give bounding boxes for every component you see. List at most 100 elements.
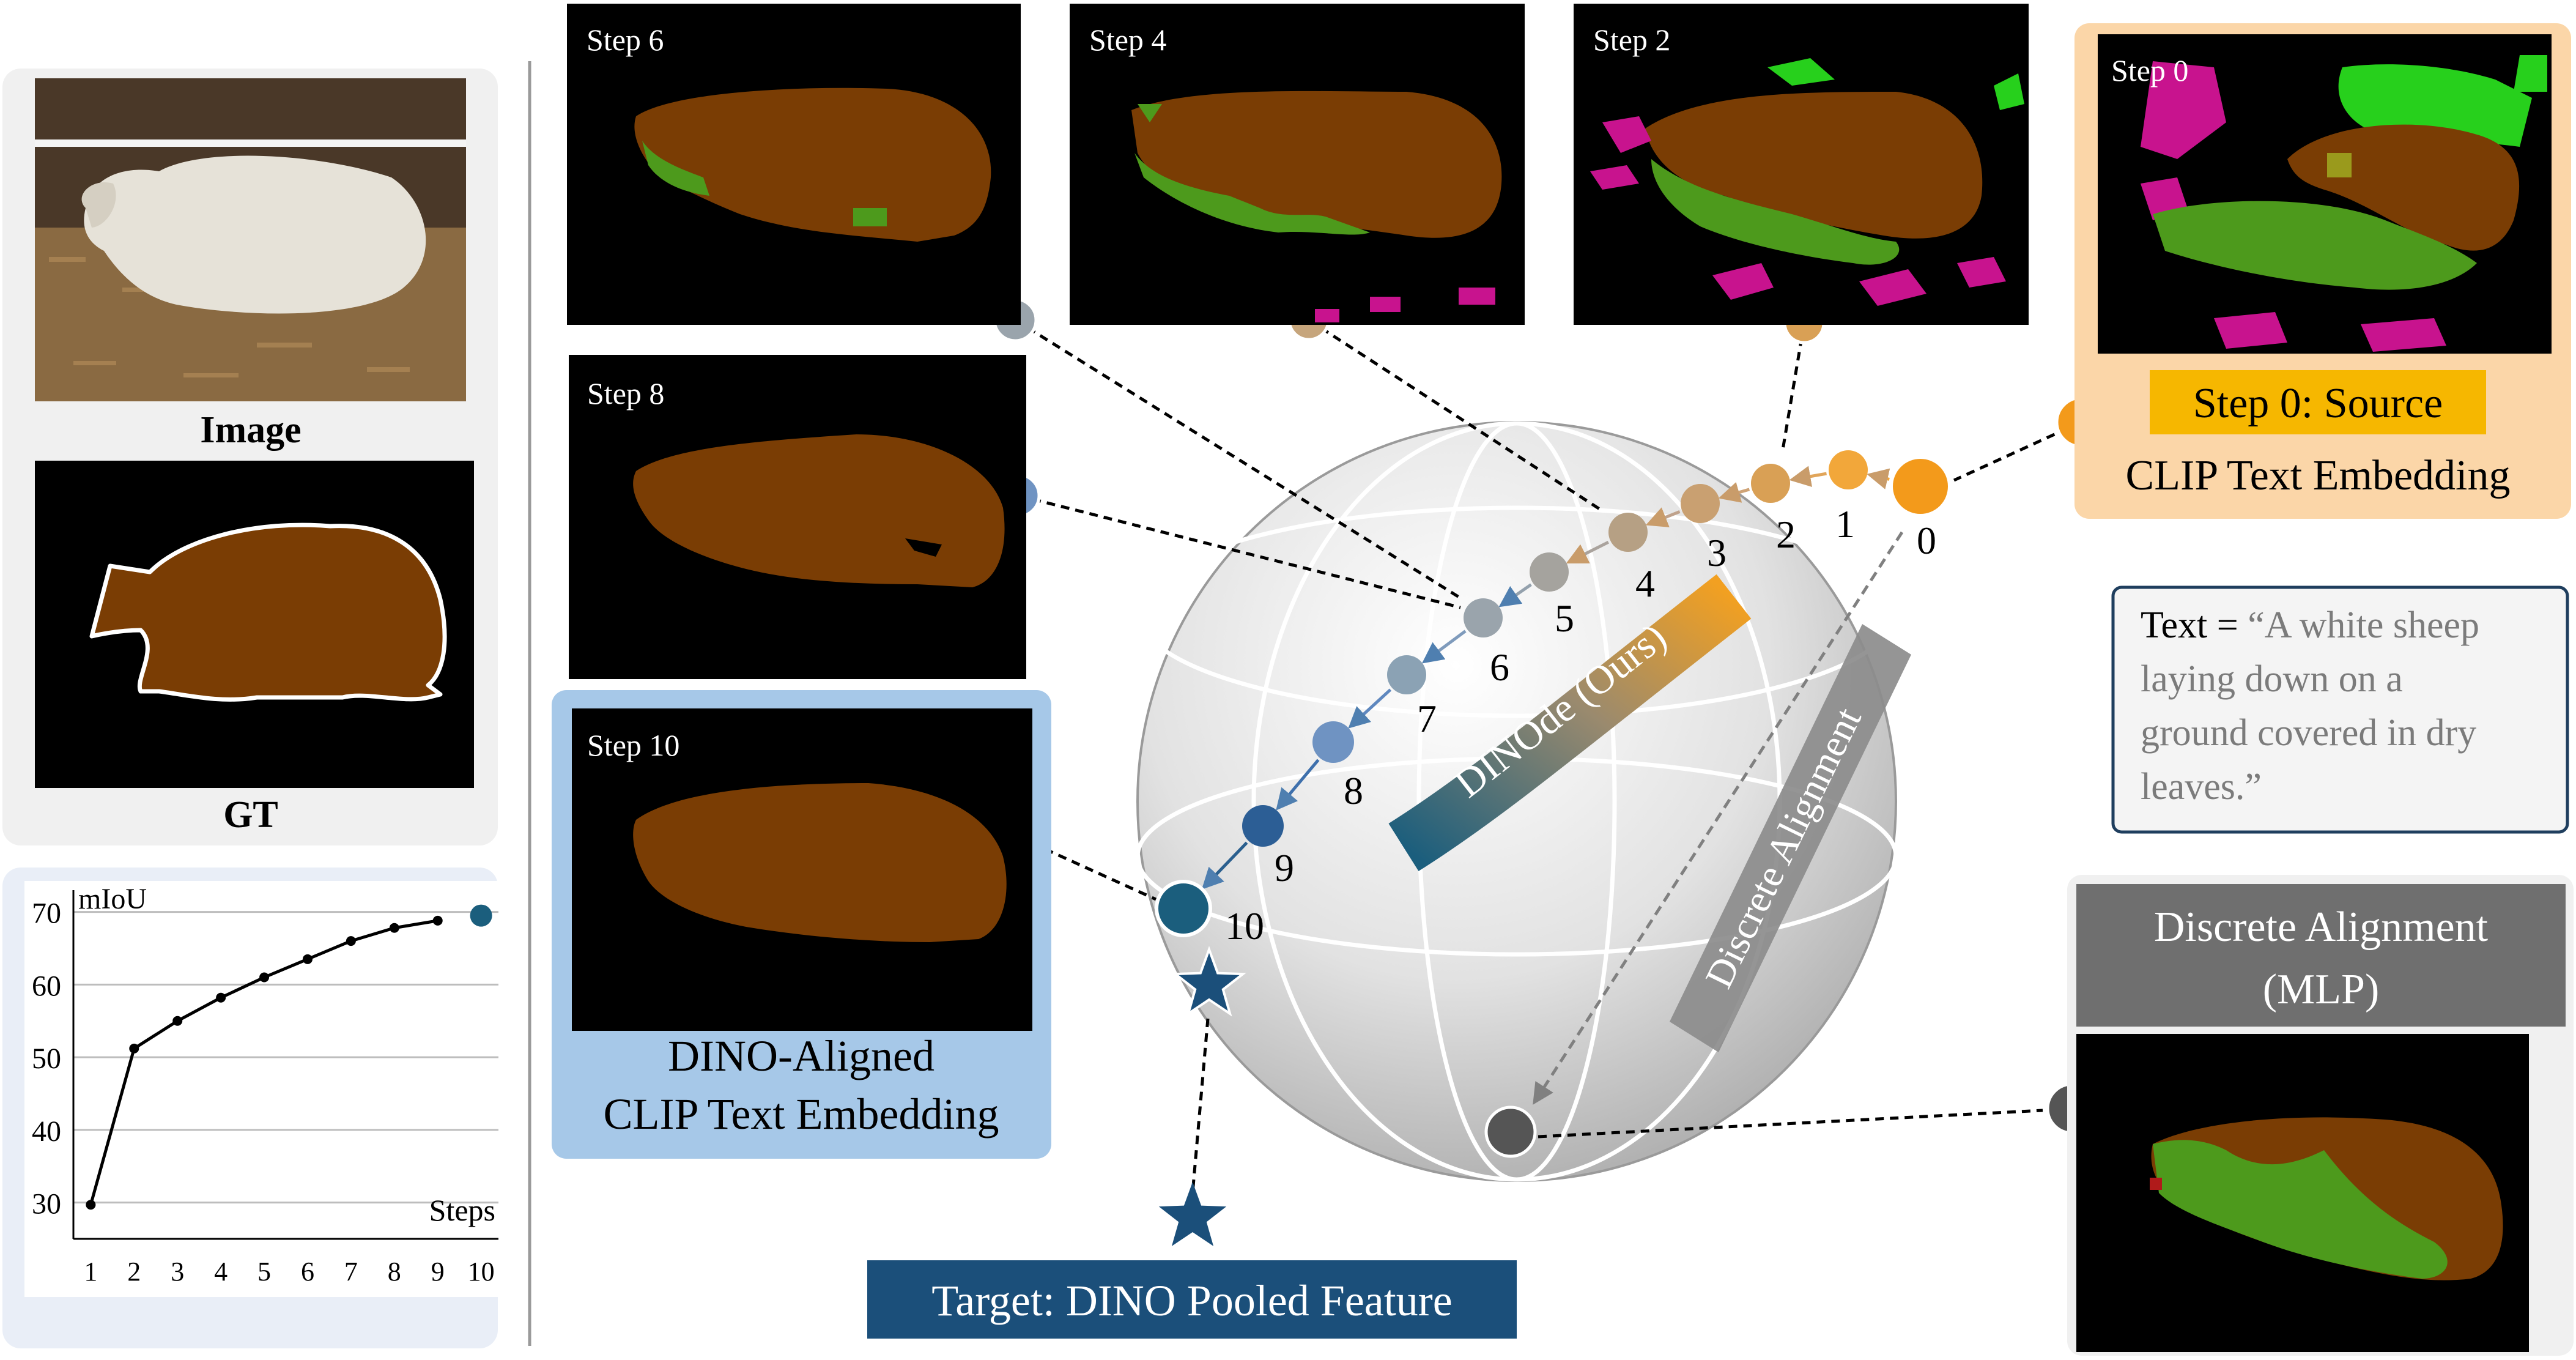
- trajectory-arrow: [1566, 540, 1609, 564]
- trajectory-step-label: 8: [1344, 769, 1363, 812]
- step-leader-line: [1017, 835, 1157, 901]
- discrete-point: [1484, 1105, 1537, 1158]
- trajectory-step-label: 3: [1707, 531, 1727, 574]
- trajectory-arrow: [1201, 841, 1248, 890]
- trajectory-step-label: 1: [1835, 502, 1855, 546]
- trajectory-arrow: [1789, 466, 1827, 487]
- chart-xtick-label: 8: [388, 1257, 401, 1287]
- gt-caption: GT: [223, 794, 278, 836]
- text-prompt-line1: Text = “A white sheep: [2141, 604, 2479, 646]
- thumb-step2: Step 2: [1574, 4, 2029, 325]
- chart-highlight-point: [470, 904, 492, 927]
- target-star: [1158, 1182, 1227, 1246]
- target-badge: [867, 1260, 1517, 1339]
- chart-area: [24, 881, 502, 1297]
- thumb-step4: Step 4: [1070, 4, 1525, 325]
- chart-data-point: [86, 1200, 96, 1210]
- thumb-step10: Step 10: [572, 708, 1032, 1031]
- chart-data-point: [259, 972, 270, 983]
- source-badge-label: Step 0: Source: [2193, 380, 2443, 427]
- discrete-title-line1: Discrete Alignment: [2154, 904, 2489, 951]
- trajectory-arrow: [1718, 481, 1750, 503]
- trajectory-step-label: 10: [1225, 904, 1264, 948]
- chart-data-point: [389, 923, 399, 933]
- trajectory-point: [1464, 598, 1503, 637]
- text-prompt-box: [2111, 585, 2569, 834]
- chart-ytick-label: 30: [32, 1188, 61, 1221]
- trajectory-step-label: 0: [1917, 519, 1936, 562]
- thumb-step2-label: Step 2: [1593, 23, 1670, 57]
- chart-data-point: [216, 992, 226, 1003]
- trajectory-point: [1387, 655, 1426, 694]
- trajectory-point: [1889, 455, 1952, 518]
- trajectory-arrow: [1498, 583, 1532, 608]
- chart-xtick-label: 9: [431, 1257, 445, 1287]
- thumb-step6: Step 6: [567, 4, 1021, 325]
- trajectory-arrow: [1276, 759, 1320, 811]
- trajectory-point: [1312, 721, 1354, 763]
- thumb-step6-label: Step 6: [587, 23, 664, 57]
- source-sub-label: CLIP Text Embedding: [2126, 452, 2511, 499]
- chart-data-point: [432, 915, 443, 926]
- trajectory-step-label: 7: [1417, 697, 1437, 740]
- chart-ytick-label: 60: [32, 970, 61, 1002]
- trajectory-step-label: 2: [1776, 513, 1796, 556]
- thumb-step8-label: Step 8: [587, 376, 664, 411]
- step-leader-line: [1018, 494, 1461, 609]
- text-prompt-prefix: Text =: [2141, 604, 2248, 646]
- trajectory-step-label: 9: [1275, 846, 1294, 890]
- text-prompt-quote1: “A white sheep: [2248, 604, 2479, 646]
- target-leader: [1191, 1018, 1210, 1194]
- text-prompt-line2: laying down on a: [2141, 658, 2403, 700]
- trajectory-point: [1242, 805, 1284, 847]
- chart-ytick-label: 50: [32, 1042, 61, 1075]
- trajectory-step-label: 5: [1555, 596, 1574, 640]
- trajectory-point: [1608, 513, 1648, 552]
- text-prompt-line4: leaves.”: [2141, 766, 2262, 808]
- text-prompt-line3: ground covered in dry: [2141, 712, 2476, 754]
- image-caption: Image: [200, 409, 301, 451]
- trajectory-step-label: 6: [1490, 645, 1509, 689]
- discrete-arrow: [1533, 531, 1904, 1105]
- trajectory-point: [1751, 464, 1790, 503]
- thumb-step0-label: Step 0: [2111, 53, 2188, 87]
- thumb-step4-label: Step 4: [1089, 23, 1166, 57]
- thumb-step8: Step 8: [569, 355, 1026, 679]
- chart-data-point: [302, 954, 313, 964]
- chart-xtick-label: 6: [301, 1257, 314, 1287]
- chart-xtick-label: 1: [84, 1257, 97, 1287]
- discrete-title-line2: (MLP): [2263, 966, 2380, 1013]
- trajectory-point: [1530, 552, 1569, 592]
- thumb-step0: Step 0: [2098, 34, 2552, 354]
- trajectory-arrow: [1645, 507, 1681, 527]
- thumb-discrete: [2076, 1034, 2529, 1352]
- trajectory-arrow: [1867, 468, 1890, 489]
- chart-xtick-label: 2: [127, 1257, 141, 1287]
- chart-data-point: [346, 936, 356, 946]
- trajectory-point: [1681, 484, 1720, 523]
- trajectory-arrow: [1348, 688, 1392, 729]
- step-leader-line: [1781, 322, 1806, 450]
- discrete-leader: [1538, 1109, 2043, 1139]
- trajectory-point: [1829, 450, 1868, 489]
- aligned-label-line1: DINO-Aligned: [668, 1031, 935, 1080]
- target-label: Target: DINO Pooled Feature: [931, 1276, 1452, 1325]
- chart-data-point: [172, 1016, 183, 1026]
- thumb-step10-label: Step 10: [587, 728, 679, 762]
- source-badge: [2150, 370, 2486, 434]
- chart-ylabel: mIoU: [78, 883, 147, 915]
- chart-xtick-label: 7: [344, 1257, 358, 1287]
- chart-ytick-label: 40: [32, 1115, 61, 1148]
- chart-xtick-label: 5: [257, 1257, 271, 1287]
- chart-xlabel: Steps: [429, 1193, 495, 1227]
- discrete-header: [2076, 884, 2566, 1027]
- trajectory-point: [1155, 880, 1212, 937]
- sheep-photo: [35, 78, 466, 401]
- chart-xtick-label: 3: [171, 1257, 184, 1287]
- gt-mask: [35, 461, 474, 788]
- trajectory-step-label: 4: [1635, 562, 1655, 605]
- trajectory-arrow: [1421, 630, 1467, 664]
